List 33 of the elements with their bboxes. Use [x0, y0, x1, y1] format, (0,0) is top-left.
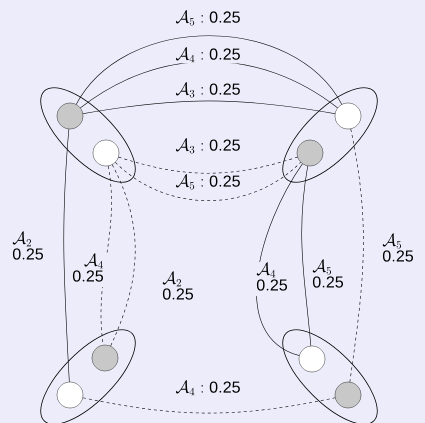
edge-label: $\mathcal{A}_5 : \mathsf{0.25}$ [174, 174, 242, 190]
circle-node [92, 140, 120, 166]
connector-line [301, 166, 312, 346]
edge-label: $\begin{array}{l}\mathcal{A}_2\\ \mathsf{0.25}\end{array}$ [156, 270, 200, 306]
connector-line [118, 156, 298, 174]
circle-node [56, 102, 84, 130]
circle-node [298, 346, 326, 372]
connector-line [63, 128, 70, 382]
connector-line [82, 397, 336, 414]
connector-line [82, 100, 336, 114]
edge-label: $\mathcal{A}_4 : \mathsf{0.25}$ [174, 380, 242, 396]
circle-node [334, 382, 362, 408]
edge-label: $\mathcal{A}_5 : \mathsf{0.25}$ [174, 10, 242, 26]
edge-label: $\begin{array}{l}\mathcal{A}_4\\ \mathsf{0.25}\end{array}$ [250, 262, 294, 296]
circle-node [56, 382, 84, 408]
edge-label: $\begin{array}{l}\mathcal{A}_5\\ \mathsf{0.25}\end{array}$ [376, 232, 420, 268]
connector-line [76, 35, 342, 105]
edge-label: $\mathcal{A}_4 : \mathsf{0.25}$ [174, 46, 242, 64]
ellipse-outline [40, 329, 136, 423]
edge-label: $\begin{array}{l}\mathcal{A}_5\\ \mathsf{0.25}\end{array}$ [306, 258, 350, 294]
edge-label: $\begin{array}{r}\mathcal{A}_4\\ \mathsf{0.25}\end{array}$ [66, 252, 110, 288]
connector-line [110, 164, 136, 346]
ellipse-outline [40, 87, 136, 183]
ellipse-outline [282, 87, 378, 183]
edge-label: $\mathcal{A}_3 : \mathsf{0.25}$ [174, 82, 242, 98]
connector-line [350, 128, 364, 382]
edge-label: $\mathcal{A}_3 : \mathsf{0.25}$ [174, 138, 242, 154]
circle-node [334, 102, 362, 130]
circle-node [92, 344, 118, 372]
circle-node [296, 140, 324, 166]
connector-line [115, 162, 301, 201]
ellipse-outline [282, 329, 378, 423]
edge-label: $\begin{array}{l}\mathcal{A}_2\\ \mathsf{0.25}\end{array}$ [6, 230, 50, 266]
